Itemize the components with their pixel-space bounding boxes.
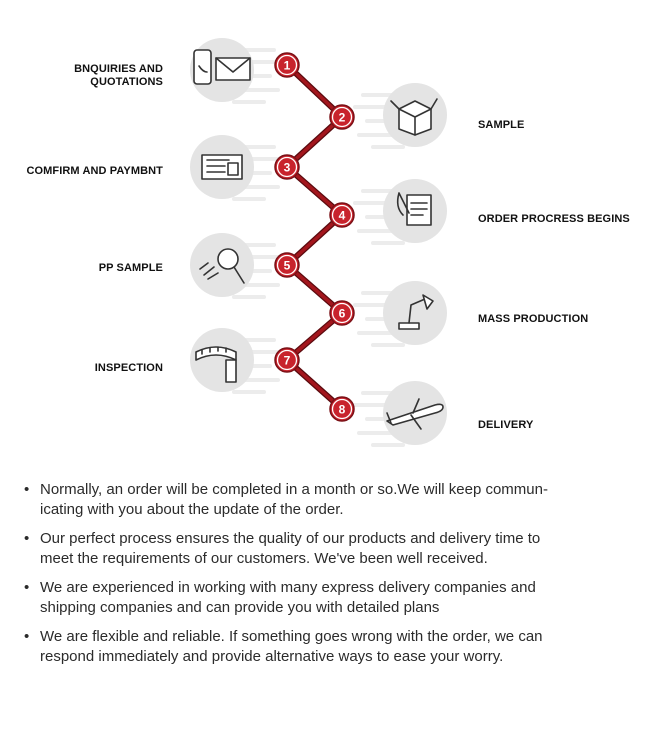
step-5-label: PP SAMPLE (99, 262, 163, 275)
airplane-icon (386, 398, 444, 430)
bullet-icon: • (24, 628, 30, 645)
document-quill-icon (396, 192, 432, 226)
step-4-label: ORDER PROCRESS BEGINS (478, 213, 630, 226)
note-4-line1: We are flexible and reliable. If somethi… (40, 628, 543, 645)
step-1-label-line1: BNQUIRIES AND (74, 63, 163, 75)
step-7-icon-badge (190, 328, 284, 394)
step-6-number: 6 (339, 307, 346, 321)
note-3-line1: We are experienced in working with many … (40, 579, 536, 596)
step-6-node: 6 (329, 300, 355, 326)
step-6-label-line1: MASS PRODUCTION (478, 313, 589, 325)
step-7-label: INSPECTION (95, 362, 163, 375)
note-4-line2: respond immediately and provide alternat… (40, 648, 504, 665)
step-8-label: DELIVERY (478, 419, 533, 432)
step-5-node: 5 (274, 252, 300, 278)
note-3-line2: shipping companies and can provide you w… (40, 599, 440, 616)
step-4-number: 4 (339, 209, 346, 223)
step-6-label: MASS PRODUCTION (478, 313, 588, 326)
note-2-line2: meet the requirements of our customers. … (40, 550, 488, 567)
step-2-label-line1: SAMPLE (478, 119, 525, 131)
step-6-icon-badge (353, 281, 447, 347)
step-2-node: 2 (329, 104, 355, 130)
bullet-icon: • (24, 579, 30, 596)
step-2-label: SAMPLE (478, 119, 524, 132)
step-5-number: 5 (284, 259, 291, 273)
note-item: • Our perfect process ensures the qualit… (22, 529, 632, 569)
step-1-label: BNQUIRIES AND QUOTATIONS (74, 63, 163, 89)
bullet-icon: • (24, 530, 30, 547)
step-2-icon-badge (353, 83, 447, 149)
bullet-icon: • (24, 481, 30, 498)
step-3-label: COMFIRM AND PAYMBNT (26, 165, 163, 178)
note-2-line1: Our perfect process ensures the quality … (40, 530, 541, 547)
step-8-number: 8 (339, 403, 346, 417)
lamp-machine-icon (398, 294, 434, 330)
process-zigzag: 1 2 3 4 5 6 7 8 (190, 38, 447, 447)
step-2-number: 2 (339, 111, 346, 125)
box-icon (390, 98, 438, 136)
step-3-node: 3 (274, 154, 300, 180)
notes-list: • Normally, an order will be completed i… (22, 480, 632, 676)
invoice-icon (201, 154, 243, 180)
note-1-line1: Normally, an order will be completed in … (40, 481, 548, 498)
note-item: • We are experienced in working with man… (22, 578, 632, 618)
note-item: • We are flexible and reliable. If somet… (22, 627, 632, 667)
step-7-label-line1: INSPECTION (94, 362, 163, 374)
step-1-label-line2: QUOTATIONS (90, 76, 163, 88)
step-1-node: 1 (274, 52, 300, 78)
phone-and-envelope-icon (193, 49, 251, 85)
note-item: • Normally, an order will be completed i… (22, 480, 632, 520)
step-3-number: 3 (284, 161, 291, 175)
step-5-label-line1: PP SAMPLE (98, 262, 163, 274)
note-1-line2: icating with you about the update of the… (40, 501, 344, 518)
magnifier-icon (199, 248, 245, 284)
order-process-diagram: 1 2 3 4 5 6 7 8 BNQUIRIES AND QUOTATIONS SAMPLE… (26, 38, 630, 447)
step-3-label-line1: COMFIRM AND PAYMBNT (26, 165, 163, 177)
step-8-label-line1: DELIVERY (478, 419, 534, 431)
measuring-tape-icon (195, 346, 237, 383)
step-1-number: 1 (284, 59, 291, 73)
step-4-node: 4 (329, 202, 355, 228)
step-8-node: 8 (329, 396, 355, 422)
step-7-number: 7 (284, 354, 291, 368)
step-4-label-line1: ORDER PROCRESS BEGINS (478, 213, 630, 225)
step-7-node: 7 (274, 347, 300, 373)
